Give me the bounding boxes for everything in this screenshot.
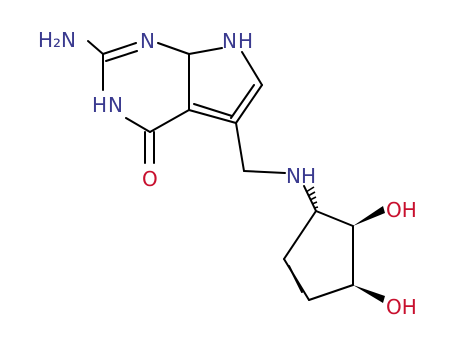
bond-c5-c4a [188,109,237,124]
bond-c5r-c1 [283,210,317,260]
bond-c2-n1 [102,42,137,55]
bond-c2-n-amino [87,40,104,55]
bond-c5-ch2 [235,122,245,172]
nh-linker-label: NH [286,164,316,188]
oxygen-label: O [142,167,158,191]
n-ring-top-label: N [140,29,155,53]
bond-c4a-c4 [149,109,190,133]
bond-c6-c5-double [230,84,255,119]
oh-top-label: OH [386,198,417,222]
bond-ch2-nh [243,170,286,174]
bond-nh-c1 [303,185,317,212]
bonds [87,40,385,303]
bond-c5-c4a-double [193,103,233,117]
n-ring-left-h-label: H [92,93,107,117]
pyrrole-h-label: H [238,29,253,53]
amino-label: H₂N [38,28,76,52]
bond-c7a-n7 [188,47,223,55]
bond-n1-c7a [157,42,190,55]
bond-c4-n3 [125,117,151,133]
n-ring-left-label: N [108,93,123,117]
bond-c6-c5 [235,84,263,124]
bond-c2-n1-double [105,50,138,62]
atom-labels: H₂N N H N N H O NH OH OH [38,28,417,319]
solid-wedge-oh-bottom [353,285,385,303]
bond-n7-c6 [241,51,263,86]
oh-bottom-label: OH [386,295,417,319]
solid-wedge-oh-top [353,206,385,226]
bond-c4r-c5r-double [288,265,303,293]
hashed-wedge-c1 [305,186,319,209]
bond-c1-c2r [315,210,354,227]
pyrrole-n-label: N [222,29,237,53]
bond-c3r-c4r [308,284,354,301]
